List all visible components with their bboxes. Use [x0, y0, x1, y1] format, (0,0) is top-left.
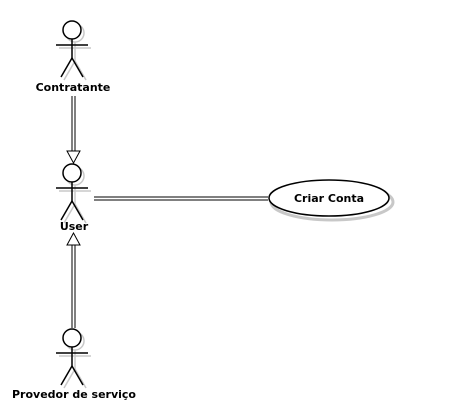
- actor-user[interactable]: User: [56, 163, 91, 233]
- use-case-criar-conta-ellipse: [268, 179, 390, 217]
- actor-provedor-figure: [56, 328, 88, 386]
- association-user-criar-conta: [94, 196, 268, 201]
- actor-user-label: User: [60, 220, 89, 233]
- generalization-arrowhead: [66, 231, 81, 246]
- actor-provedor-de-servico[interactable]: Provedor de serviço: [12, 328, 136, 401]
- generalization-arrowhead: [66, 150, 81, 165]
- actor-user-figure: [56, 163, 88, 221]
- use-case-criar-conta-label: Criar Conta: [294, 192, 364, 205]
- generalization-contratante-to-user: [66, 96, 81, 165]
- actor-contratante-figure: [56, 20, 88, 78]
- generalization-provedor-to-user: [66, 231, 81, 328]
- actor-contratante-label: Contratante: [36, 81, 111, 94]
- use-case-criar-conta[interactable]: Criar Conta: [268, 179, 395, 222]
- actor-provedor-label: Provedor de serviço: [12, 388, 136, 401]
- actor-contratante[interactable]: Contratante: [36, 20, 111, 94]
